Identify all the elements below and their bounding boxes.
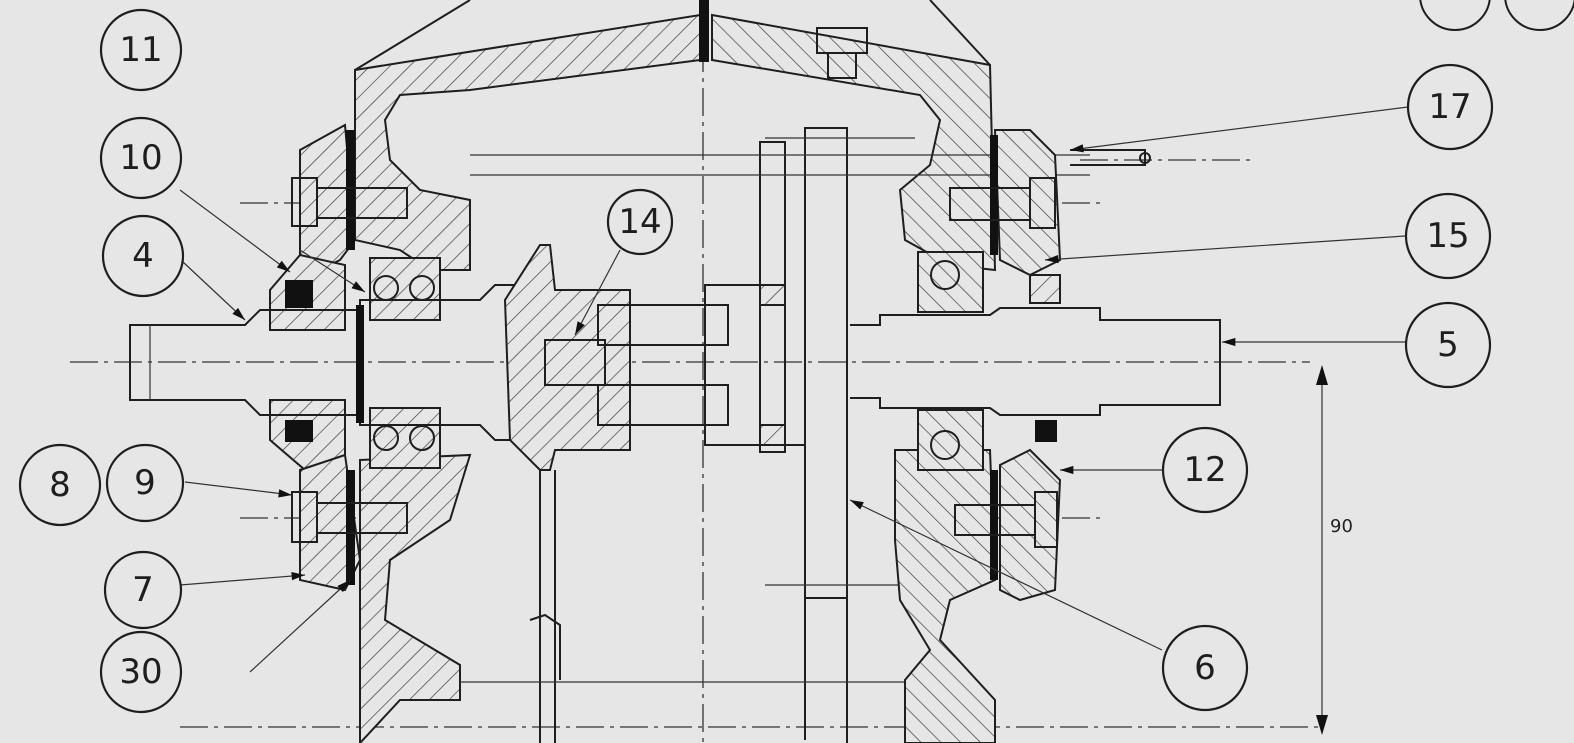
part-number: 14 <box>618 202 661 242</box>
part-balloon-15: 15 <box>1404 192 1492 280</box>
sprocket <box>503 244 729 743</box>
part-balloon-14: 14 <box>606 188 674 256</box>
part-balloon-17: 17 <box>1406 63 1494 151</box>
leaders <box>179 106 1409 673</box>
part-balloon-10: 10 <box>99 116 183 200</box>
centerlines <box>70 0 1320 743</box>
leader-arrowhead <box>351 281 365 292</box>
balloon-circle <box>103 550 183 630</box>
balloon-circle <box>105 443 185 523</box>
leader-line <box>182 261 246 321</box>
part-number: 5 <box>1437 325 1459 365</box>
part-number: 4 <box>132 236 154 276</box>
part-balloon-5: 5 <box>1404 301 1492 389</box>
balloon-circle <box>1161 624 1249 712</box>
part-balloon-9: 9 <box>105 443 185 523</box>
balloon-circle <box>606 188 674 256</box>
dimension-90: 90 <box>1316 365 1353 735</box>
balloon-circle <box>99 8 183 92</box>
balloon-circle <box>18 443 102 527</box>
balloons: 11 10 4 8 9 7 30 14 17 15 5 12 6 <box>18 8 1494 714</box>
part-balloon-8: 8 <box>18 443 102 527</box>
leader-arrowhead <box>291 571 305 581</box>
dimension-label: 90 <box>1330 516 1353 537</box>
balloon-circle <box>1404 301 1492 389</box>
leader-arrowhead <box>575 321 585 335</box>
leader-line <box>1044 235 1406 261</box>
balloon-circle <box>99 116 183 200</box>
left-housing <box>269 123 472 743</box>
leader-line <box>849 499 1163 651</box>
part-number: 12 <box>1183 450 1226 490</box>
part-balloon-30: 30 <box>99 630 183 714</box>
part-number: 6 <box>1194 648 1216 688</box>
leader-line <box>574 249 621 336</box>
part-balloon-12: 12 <box>1161 426 1249 514</box>
balloon-circle <box>99 630 183 714</box>
leader-line <box>249 579 351 673</box>
leader-line <box>179 189 291 273</box>
leader-line <box>1069 106 1409 151</box>
part-number: 30 <box>119 652 162 692</box>
balloon-circle <box>1404 192 1492 280</box>
part-balloon-4: 4 <box>101 214 185 298</box>
part-number: 15 <box>1426 216 1469 256</box>
leader-line <box>179 574 306 586</box>
part-number: 11 <box>119 30 162 70</box>
leader-arrowhead <box>1222 337 1236 347</box>
top-cover <box>354 0 997 272</box>
part-number: 9 <box>134 463 156 503</box>
part-balloon-11: 11 <box>99 8 183 92</box>
balloon-circle <box>1161 426 1249 514</box>
leader-arrowhead <box>1070 144 1084 153</box>
top-right-partial-balloons <box>1419 0 1574 31</box>
part-number: 8 <box>49 465 71 505</box>
leader-arrowhead <box>1060 465 1074 475</box>
leader-arrowhead <box>337 580 350 593</box>
leader-arrowhead <box>850 500 864 510</box>
part-balloon-7: 7 <box>103 550 183 630</box>
leader-arrowhead <box>276 260 290 272</box>
leader-arrowhead <box>1045 254 1059 264</box>
part-number: 7 <box>132 570 154 610</box>
right-housing <box>850 129 1221 743</box>
part-number: 10 <box>119 138 162 178</box>
left-bearing <box>369 257 441 469</box>
balloon-circle <box>1406 63 1494 151</box>
balloon-circle <box>101 214 185 298</box>
center-plates <box>460 127 1090 743</box>
leader-line <box>184 481 293 496</box>
leader-arrowhead <box>232 307 245 320</box>
part-balloon-6: 6 <box>1161 624 1249 712</box>
leader-arrowhead <box>278 489 292 498</box>
part-number: 17 <box>1428 87 1471 127</box>
